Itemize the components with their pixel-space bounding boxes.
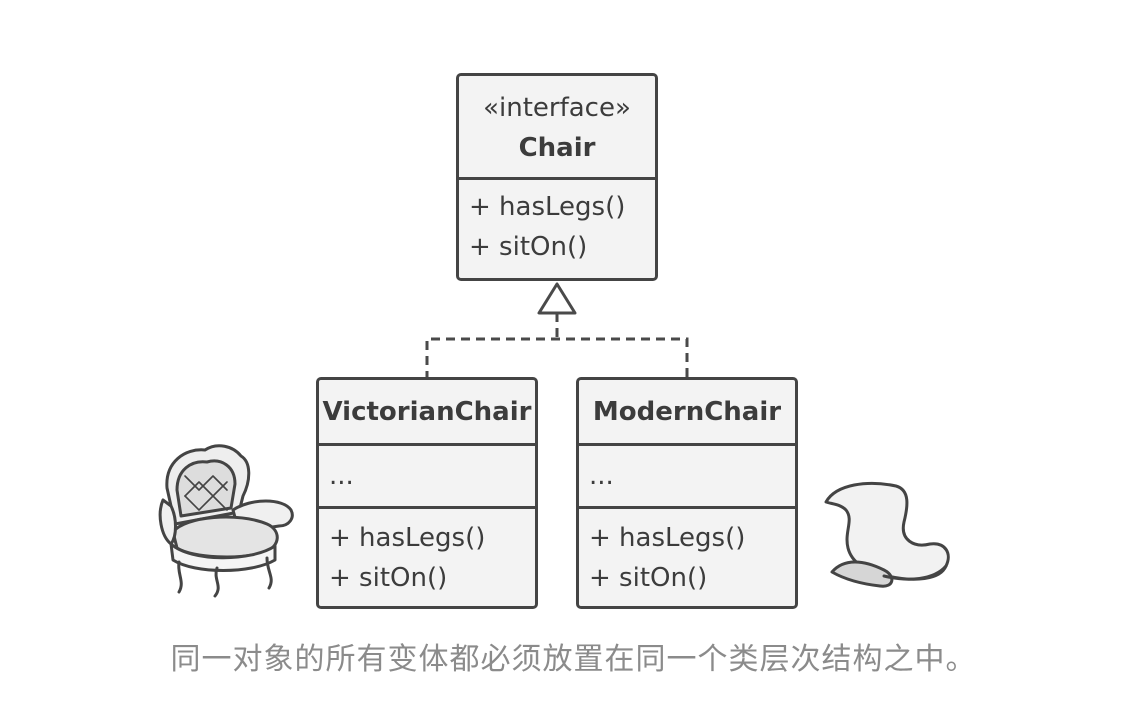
class-name: ModernChair	[592, 397, 782, 427]
method-item: + hasLegs()	[589, 523, 746, 553]
interface-chair-class: «interface» Chair + hasLegs() + sitOn()	[456, 73, 658, 281]
method-item: + sitOn()	[329, 563, 448, 593]
field-placeholder: ...	[589, 461, 614, 491]
class-header: VictorianChair	[319, 380, 535, 446]
stereotype-label: «interface»	[483, 93, 631, 123]
connector-branch	[425, 337, 689, 380]
victorian-chair-class: VictorianChair ... + hasLegs() + sitOn()	[316, 377, 538, 609]
class-header: ModernChair	[579, 380, 795, 446]
class-fields: ...	[319, 443, 535, 509]
modern-chair-icon	[824, 481, 950, 588]
class-methods: + hasLegs() + sitOn()	[579, 506, 795, 606]
diagram-caption: 同一对象的所有变体都必须放置在同一个类层次结构之中。	[170, 642, 977, 677]
interface-header: «interface» Chair	[459, 76, 655, 180]
victorian-armchair-icon	[158, 444, 294, 598]
method-item: + hasLegs()	[329, 523, 486, 553]
realization-arrowhead	[537, 282, 577, 315]
class-methods: + hasLegs() + sitOn()	[319, 506, 535, 606]
method-item: + hasLegs()	[469, 192, 626, 222]
class-name: Chair	[518, 133, 596, 163]
class-fields: ...	[579, 443, 795, 509]
class-name: VictorianChair	[322, 397, 532, 427]
method-item: + sitOn()	[469, 232, 588, 262]
field-placeholder: ...	[329, 461, 354, 491]
modern-chair-class: ModernChair ... + hasLegs() + sitOn()	[576, 377, 798, 609]
method-item: + sitOn()	[589, 563, 708, 593]
interface-methods: + hasLegs() + sitOn()	[459, 177, 655, 278]
